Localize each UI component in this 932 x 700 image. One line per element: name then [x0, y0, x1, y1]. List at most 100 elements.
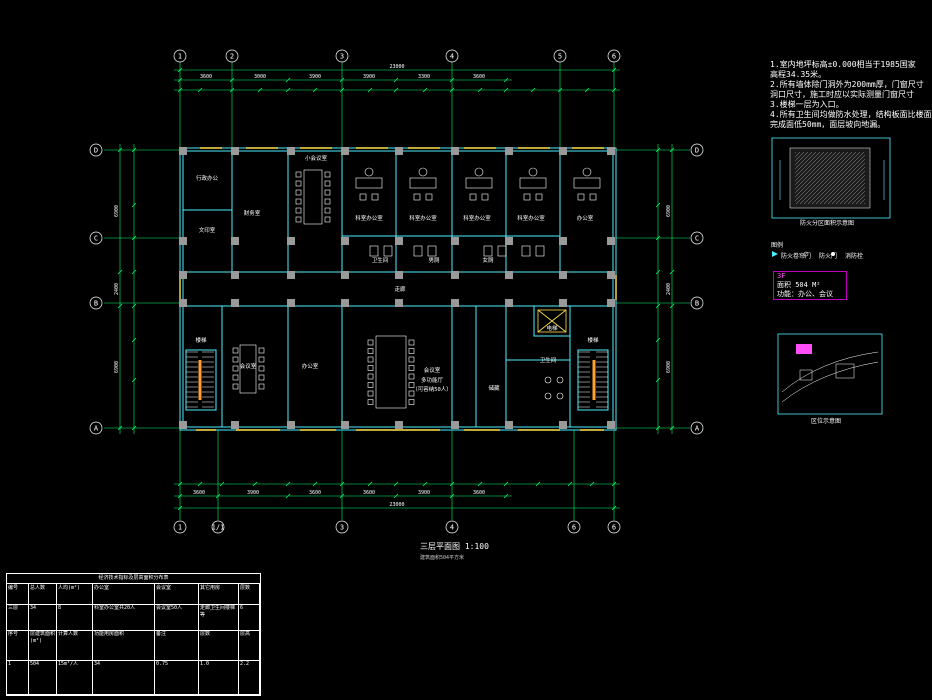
- axis-label: 6: [572, 524, 576, 532]
- axis-bubble: [89, 296, 103, 310]
- table-cell: 504: [29, 660, 57, 694]
- plan-title: 三层平面图 1:100: [420, 542, 489, 551]
- room-label: 男厕: [428, 257, 440, 264]
- dimension-label: 3600: [193, 490, 205, 496]
- room-label: 卫生间: [372, 256, 389, 264]
- room-label: 办公室: [302, 362, 319, 370]
- level-label: 3F: [777, 272, 786, 280]
- column: [287, 147, 295, 155]
- column: [395, 271, 403, 279]
- axis-label: 2: [230, 53, 234, 61]
- axis-label: 3: [340, 524, 344, 532]
- column: [179, 147, 187, 155]
- column: [451, 271, 459, 279]
- column: [231, 421, 239, 429]
- room-label: 电梯: [546, 324, 558, 332]
- column: [231, 147, 239, 155]
- furniture: [232, 167, 601, 409]
- dimension-label: 6900: [114, 205, 120, 217]
- location-map: [777, 333, 883, 415]
- location-caption: 区位示意图: [811, 418, 842, 425]
- table-cell: 1: [7, 660, 29, 694]
- room-label: 科室办公室: [355, 214, 383, 222]
- room-label: 行政办公: [196, 174, 219, 182]
- table-cell: 层建筑面积(m²): [29, 630, 57, 660]
- column: [607, 421, 615, 429]
- axis-bubble: [567, 520, 581, 534]
- column: [607, 271, 615, 279]
- legend-item: 防火卷帘门: [781, 253, 812, 260]
- axis-label: 4: [450, 524, 454, 532]
- dimension-label: 3600: [363, 490, 375, 496]
- table-cell: 0.75: [155, 660, 199, 694]
- desk: [409, 177, 437, 189]
- table-cell: 总人数: [29, 584, 57, 604]
- column: [341, 299, 349, 307]
- meeting-table: [239, 344, 257, 394]
- room-label: 楼梯: [587, 336, 599, 344]
- table-cell: 会议室50人: [155, 604, 199, 630]
- table-cell: 1.0: [199, 660, 239, 694]
- legend-title: 图例: [771, 242, 784, 249]
- area-summary-box: 3F 面积 504 M² 功能：办公、会议: [773, 271, 847, 300]
- table-cell: 2.2: [239, 660, 260, 694]
- desk: [519, 177, 547, 189]
- column: [559, 271, 567, 279]
- column: [559, 237, 567, 245]
- axis-label: 6: [612, 53, 616, 61]
- table-cell: 8: [57, 604, 93, 630]
- room-label: 卫生间: [540, 356, 557, 364]
- axis-bubble: [690, 143, 704, 157]
- note-line: 4.所有卫生间均做防水处理，结构板面比楼面: [770, 110, 932, 119]
- room-label: 文印室: [199, 226, 216, 234]
- dimension-label: 3600: [200, 74, 212, 80]
- axis-label: 6: [612, 524, 616, 532]
- room-label: （可容纳50人）: [412, 385, 452, 393]
- column: [395, 237, 403, 245]
- axis-label: B: [695, 300, 699, 308]
- axis-label: 1: [178, 524, 182, 532]
- axis-label: A: [695, 425, 700, 433]
- table-cell: 办公室: [93, 584, 155, 604]
- plan-subtitle: 建筑面积504平方米: [420, 555, 465, 561]
- legend-item: 消防栓: [845, 253, 864, 260]
- table-cell: 计算人数: [57, 630, 93, 660]
- note-line: 2.所有墙体除门洞外为200mm厚，门窗尺寸: [770, 80, 924, 89]
- table-cell: 走廊卫生间楼梯等: [199, 604, 239, 630]
- axis-bubble: [607, 49, 621, 63]
- column: [505, 299, 513, 307]
- dimension-label: 3900: [363, 74, 375, 80]
- note-line: 洞口尺寸，施工时应以实际测量门窗尺寸: [770, 90, 914, 99]
- column: [505, 237, 513, 245]
- table-cell: 编号: [7, 584, 29, 604]
- table-cell: 人均(m²): [57, 584, 93, 604]
- column: [451, 421, 459, 429]
- room-label: 小会议室: [305, 154, 328, 162]
- detail-caption: 防火分区面积示意图: [800, 220, 855, 227]
- dimension-label: 23000: [389, 502, 404, 508]
- column: [451, 147, 459, 155]
- fire-shutter-icon: [772, 251, 778, 257]
- axis-bubble: [89, 143, 103, 157]
- dimension-label: 6900: [666, 361, 672, 373]
- use-label: 功能：办公、会议: [777, 290, 833, 298]
- column: [179, 421, 187, 429]
- stair-right: [577, 349, 609, 411]
- column: [231, 237, 239, 245]
- dimension-label: 23000: [389, 64, 404, 70]
- windows: [179, 147, 617, 431]
- dimension-label: 3600: [309, 490, 321, 496]
- conference-table: [375, 335, 407, 409]
- table-cell: 层数: [239, 584, 260, 604]
- column: [559, 421, 567, 429]
- axis-bubble: [690, 231, 704, 245]
- dimension-label: 2400: [666, 283, 672, 295]
- room-label: 多功能厅: [421, 376, 444, 384]
- table-cell: 层高: [239, 630, 260, 660]
- axis-bubble: [211, 520, 225, 534]
- dimension-label: 6900: [114, 361, 120, 373]
- note-line: 完成面低50mm，面层坡向地漏。: [770, 120, 886, 129]
